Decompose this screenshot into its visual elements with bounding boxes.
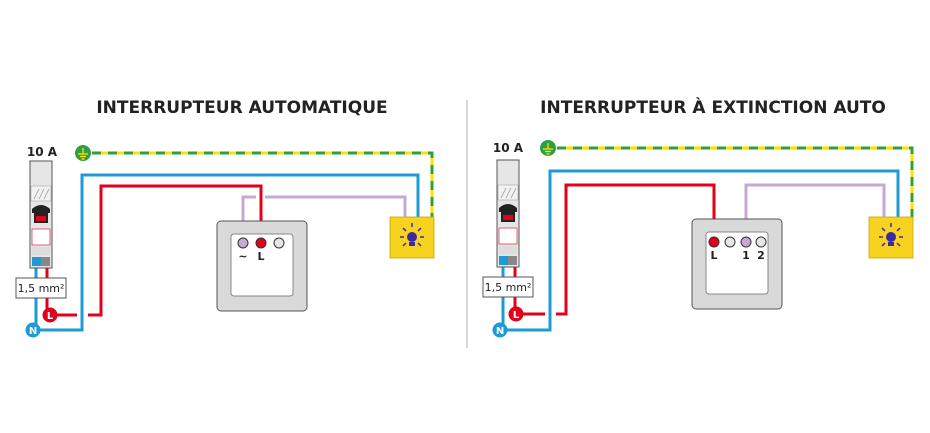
neutral-wire	[34, 173, 420, 332]
panel-title: INTERRUPTEUR À EXTINCTION AUTO	[540, 96, 886, 118]
circuit-breaker-icon	[29, 160, 53, 269]
neutral-wire	[501, 169, 900, 332]
line-marker: L	[513, 310, 520, 321]
neutral-marker: N	[29, 326, 37, 337]
line-wire-switch	[88, 184, 263, 317]
earth-wire	[557, 146, 914, 218]
neutral-marker: N	[496, 326, 504, 337]
terminal-label: 1	[742, 249, 750, 262]
cable-section: 1,5 mm²	[18, 282, 65, 295]
line-marker: L	[47, 311, 54, 322]
cable-section: 1,5 mm²	[485, 281, 532, 294]
lamp-icon	[868, 216, 914, 259]
panel-auto-off-switch: INTERRUPTEUR À EXTINCTION AUTO 10 A 1,5 …	[482, 96, 914, 338]
terminal-label: L	[257, 250, 264, 263]
panel-title: INTERRUPTEUR AUTOMATIQUE	[96, 98, 387, 118]
earth-icon	[539, 139, 557, 157]
earth-icon	[74, 144, 92, 162]
circuit-breaker-icon	[496, 159, 520, 268]
wall-switch-icon: L 1 2	[691, 218, 783, 310]
breaker-rating: 10 A	[27, 145, 58, 159]
terminal-label: L	[710, 249, 717, 262]
line-wire-switch	[556, 183, 716, 316]
terminal-label: ~	[238, 250, 247, 263]
return-wire	[744, 183, 886, 242]
panel-automatic-switch: INTERRUPTEUR AUTOMATIQUE 10 A 1,5 mm² L …	[15, 98, 435, 338]
breaker-rating: 10 A	[493, 141, 524, 155]
lamp-icon	[389, 216, 435, 259]
wall-switch-icon: ~ L	[216, 220, 308, 312]
terminal-label: 2	[757, 249, 765, 262]
return-wire-lamp	[265, 195, 407, 218]
earth-wire	[92, 151, 434, 218]
